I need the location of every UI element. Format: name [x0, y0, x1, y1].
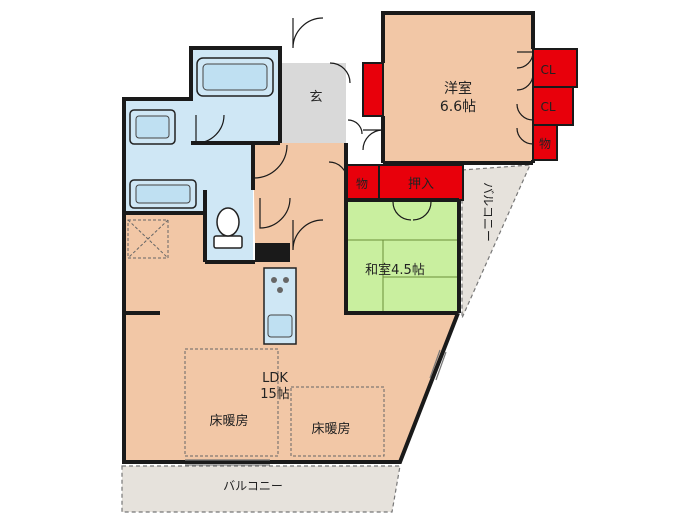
doors [195, 17, 534, 251]
toilet [213, 207, 243, 249]
balcony-bottom [121, 465, 401, 513]
balcony-right [461, 164, 531, 319]
shoe-storage [362, 62, 384, 117]
entrance-floor [280, 63, 346, 143]
storage-label-hall: 物 [356, 177, 368, 191]
floor-heating-label-2: 床暖房 [311, 421, 350, 437]
oshiire [378, 164, 464, 201]
column [255, 243, 290, 262]
japanese-room-floor [346, 200, 459, 313]
closet-label-2: CL [540, 100, 555, 114]
closet-label-1: CL [540, 63, 555, 77]
walls [122, 11, 535, 464]
japanese-room-label: 和室4.5帖 [365, 262, 425, 278]
floor-heating-zone-1 [184, 348, 279, 457]
ceiling-storage [127, 219, 169, 259]
balcony-bottom-label: バルコニー [223, 479, 283, 493]
storage-label-right: 物 [539, 137, 551, 151]
western-room-floor [383, 13, 533, 163]
stove-icon [271, 277, 289, 293]
tatami-lines [346, 239, 459, 313]
ldk-label: LDK [262, 371, 288, 386]
storage-right [532, 124, 558, 161]
hallway-floor [253, 143, 350, 260]
entrance-label: 玄 [309, 90, 322, 105]
floor-heating-label-1: 床暖房 [209, 413, 248, 429]
floor-heating-zone-2 [290, 386, 385, 457]
windows [185, 349, 447, 466]
ldk-size-label: 15帖 [260, 387, 290, 402]
oshiire-label: 押入 [408, 177, 434, 192]
balcony-right-label: バルコニー [481, 182, 495, 242]
western-room-label: 洋室 [444, 80, 472, 97]
western-room-size: 6.6帖 [440, 99, 476, 115]
kitchen-sink [267, 314, 293, 338]
